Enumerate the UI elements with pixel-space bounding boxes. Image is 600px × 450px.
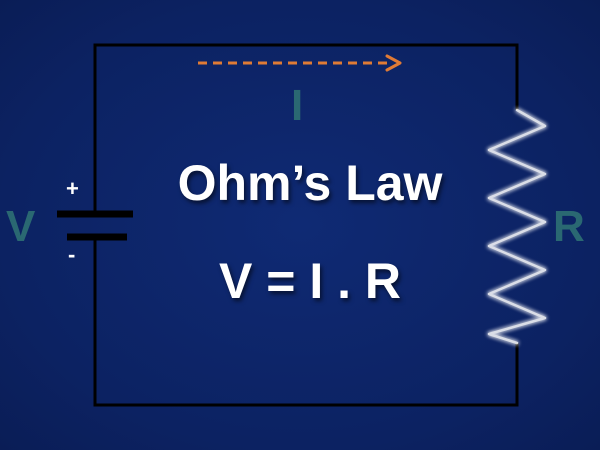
battery-negative-label: - [68, 242, 76, 267]
resistance-label: R [553, 202, 585, 251]
voltage-label: V [6, 202, 36, 251]
diagram-title: Ohm’s Law [177, 155, 443, 211]
battery-positive-label: + [66, 176, 79, 201]
ohms-law-equation: V = I . R [218, 253, 401, 309]
circuit-wire [93, 43, 519, 407]
current-label: I [291, 81, 304, 130]
resistor-zigzag [487, 108, 547, 345]
current-arrow [198, 54, 402, 72]
